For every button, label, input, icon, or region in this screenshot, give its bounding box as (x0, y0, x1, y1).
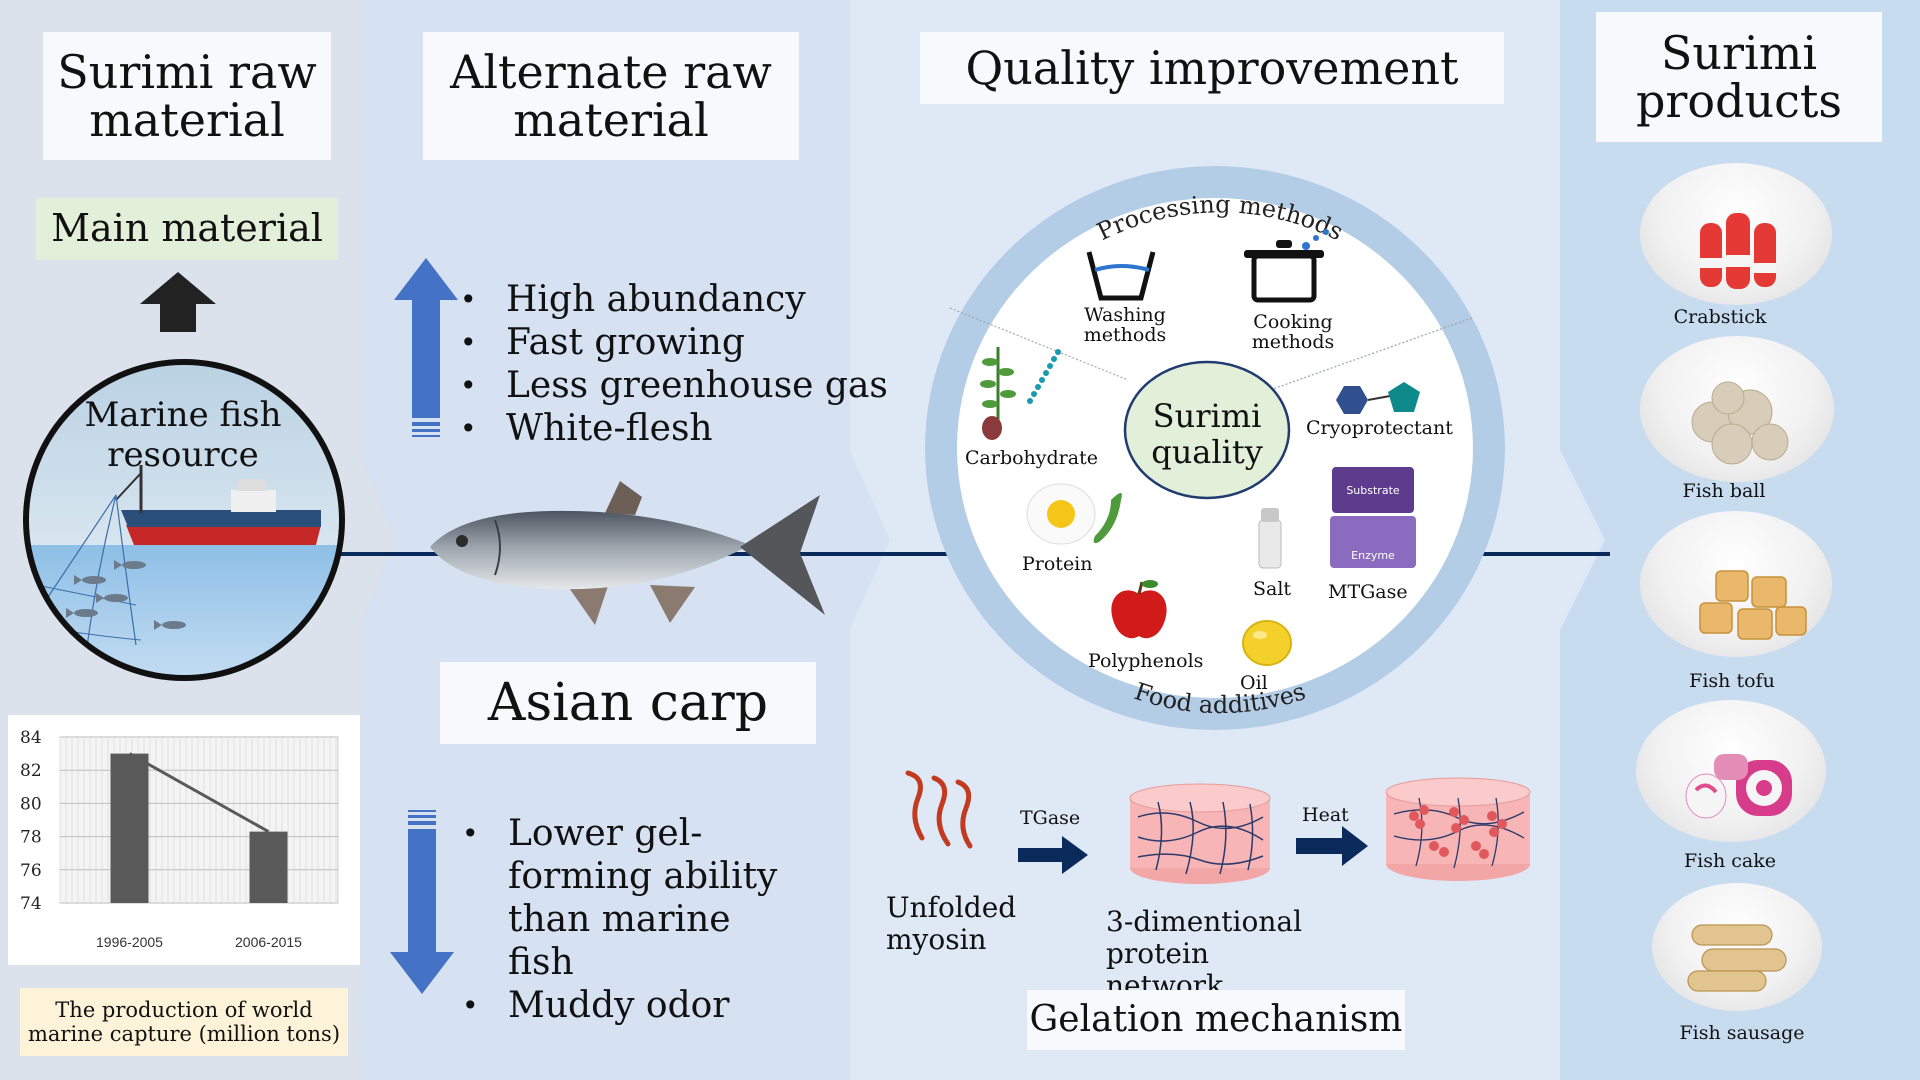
chart-x-tick-label: 1996-2005 (96, 934, 163, 950)
washing-methods-label: Washing methods (1083, 304, 1167, 346)
up-arrow-blue-icon (394, 258, 458, 437)
gel-network-icon (1385, 777, 1531, 881)
mtgase-label: MTGase (1328, 581, 1408, 603)
substrate-block: Substrate (1332, 467, 1414, 513)
fish-cake-image (1636, 700, 1826, 842)
pros-list: High abundancy Fast growing Less greenho… (460, 278, 888, 450)
heat-label: Heat (1302, 804, 1349, 826)
capture-bar-chart: 74 76 78 80 82 84 1996-2005 2006-2015 (20, 728, 339, 950)
chevron-divider-1 (355, 440, 395, 640)
chart-trend-line (128, 752, 270, 833)
tgase-label: TGase (1020, 807, 1081, 829)
chevron-divider-3 (1555, 440, 1605, 640)
chevron-divider-2 (845, 440, 890, 640)
quality-ring: Processing methods Food additives (925, 166, 1505, 730)
gelation-title: Gelation mechanism (1027, 990, 1405, 1050)
down-arrow-blue-icon (390, 810, 454, 994)
product-label: Fish tofu (1689, 670, 1775, 692)
chart-y-tick-label: 76 (20, 861, 42, 881)
con-item: Lower gel-forming ability than marine fi… (462, 812, 792, 984)
product-label: Fish ball (1682, 480, 1766, 502)
asian-carp-illustration (430, 481, 825, 625)
con-item: Muddy odor (462, 984, 792, 1027)
chart-caption: The production of world marine capture (… (20, 988, 348, 1056)
asian-carp-label: Asian carp (440, 662, 816, 744)
chart-y-tick-label: 78 (20, 828, 42, 848)
salt-shaker-icon (1258, 508, 1282, 569)
alternate-material-title: Alternate raw material (423, 32, 799, 160)
oil-label: Oil (1240, 672, 1268, 694)
chart-y-tick-label: 84 (20, 728, 42, 748)
fish-ball-image (1640, 336, 1834, 482)
pro-item: High abundancy (460, 278, 888, 321)
cooking-methods-label: Cooking methods (1251, 311, 1335, 353)
washing-basin-icon (1086, 251, 1156, 301)
apple-icon (1111, 580, 1167, 639)
enzyme-block: Enzyme (1330, 516, 1416, 568)
product-label: Fish sausage (1679, 1022, 1805, 1044)
unfolded-myosin-label: Unfolded myosin (886, 891, 1017, 956)
surimi-quality-center: Surimi quality (1151, 397, 1263, 471)
marine-resource-illustration (23, 359, 345, 681)
protein-label: Protein (1022, 553, 1093, 575)
protein-icon (1026, 483, 1122, 545)
unfolded-myosin-icon (905, 770, 973, 849)
quality-title: Quality improvement (920, 32, 1504, 104)
salt-label: Salt (1253, 578, 1292, 600)
product-label: Crabstick (1673, 306, 1767, 328)
chart-bar (249, 831, 288, 903)
main-material-label: Main material (36, 198, 338, 260)
pro-item: Less greenhouse gas (460, 364, 888, 407)
pro-item: White-flesh (460, 407, 888, 450)
chart-y-tick-label: 82 (20, 761, 42, 781)
cons-list: Lower gel-forming ability than marine fi… (462, 812, 792, 1027)
heat-arrow-icon (1296, 826, 1368, 866)
chart-y-tick-label: 80 (20, 794, 42, 814)
chart-y-tick-label: 74 (20, 894, 42, 914)
network-label: 3-dimentional protein network (1106, 905, 1303, 1002)
capture-chart: 74 76 78 80 82 84 1996-2005 2006-2015 (8, 715, 360, 965)
fish-sausage-image (1652, 883, 1822, 1011)
cooking-pot-icon (1244, 229, 1329, 303)
crabstick-image (1640, 163, 1832, 305)
carbohydrate-label: Carbohydrate (965, 447, 1098, 469)
pro-item: Fast growing (460, 321, 888, 364)
fish-tofu-image (1640, 511, 1832, 657)
oil-drop-icon (1242, 620, 1292, 666)
polyphenols-label: Polyphenols (1088, 650, 1204, 672)
cryoprotectant-label: Cryoprotectant (1306, 417, 1453, 439)
chart-x-tick-label: 2006-2015 (235, 934, 302, 950)
product-label: Fish cake (1683, 850, 1776, 872)
tgase-arrow-icon (1018, 836, 1088, 874)
cryoprotectant-icon (1336, 382, 1420, 414)
marine-resource-label: Marine fish resource (84, 395, 282, 475)
products-title: Surimi products (1596, 12, 1882, 142)
raw-material-title: Surimi raw material (43, 32, 331, 160)
up-arrow-icon (140, 272, 216, 332)
chart-bar (110, 753, 149, 903)
protein-network-icon (1129, 783, 1271, 884)
carbohydrate-icon (980, 347, 1061, 440)
